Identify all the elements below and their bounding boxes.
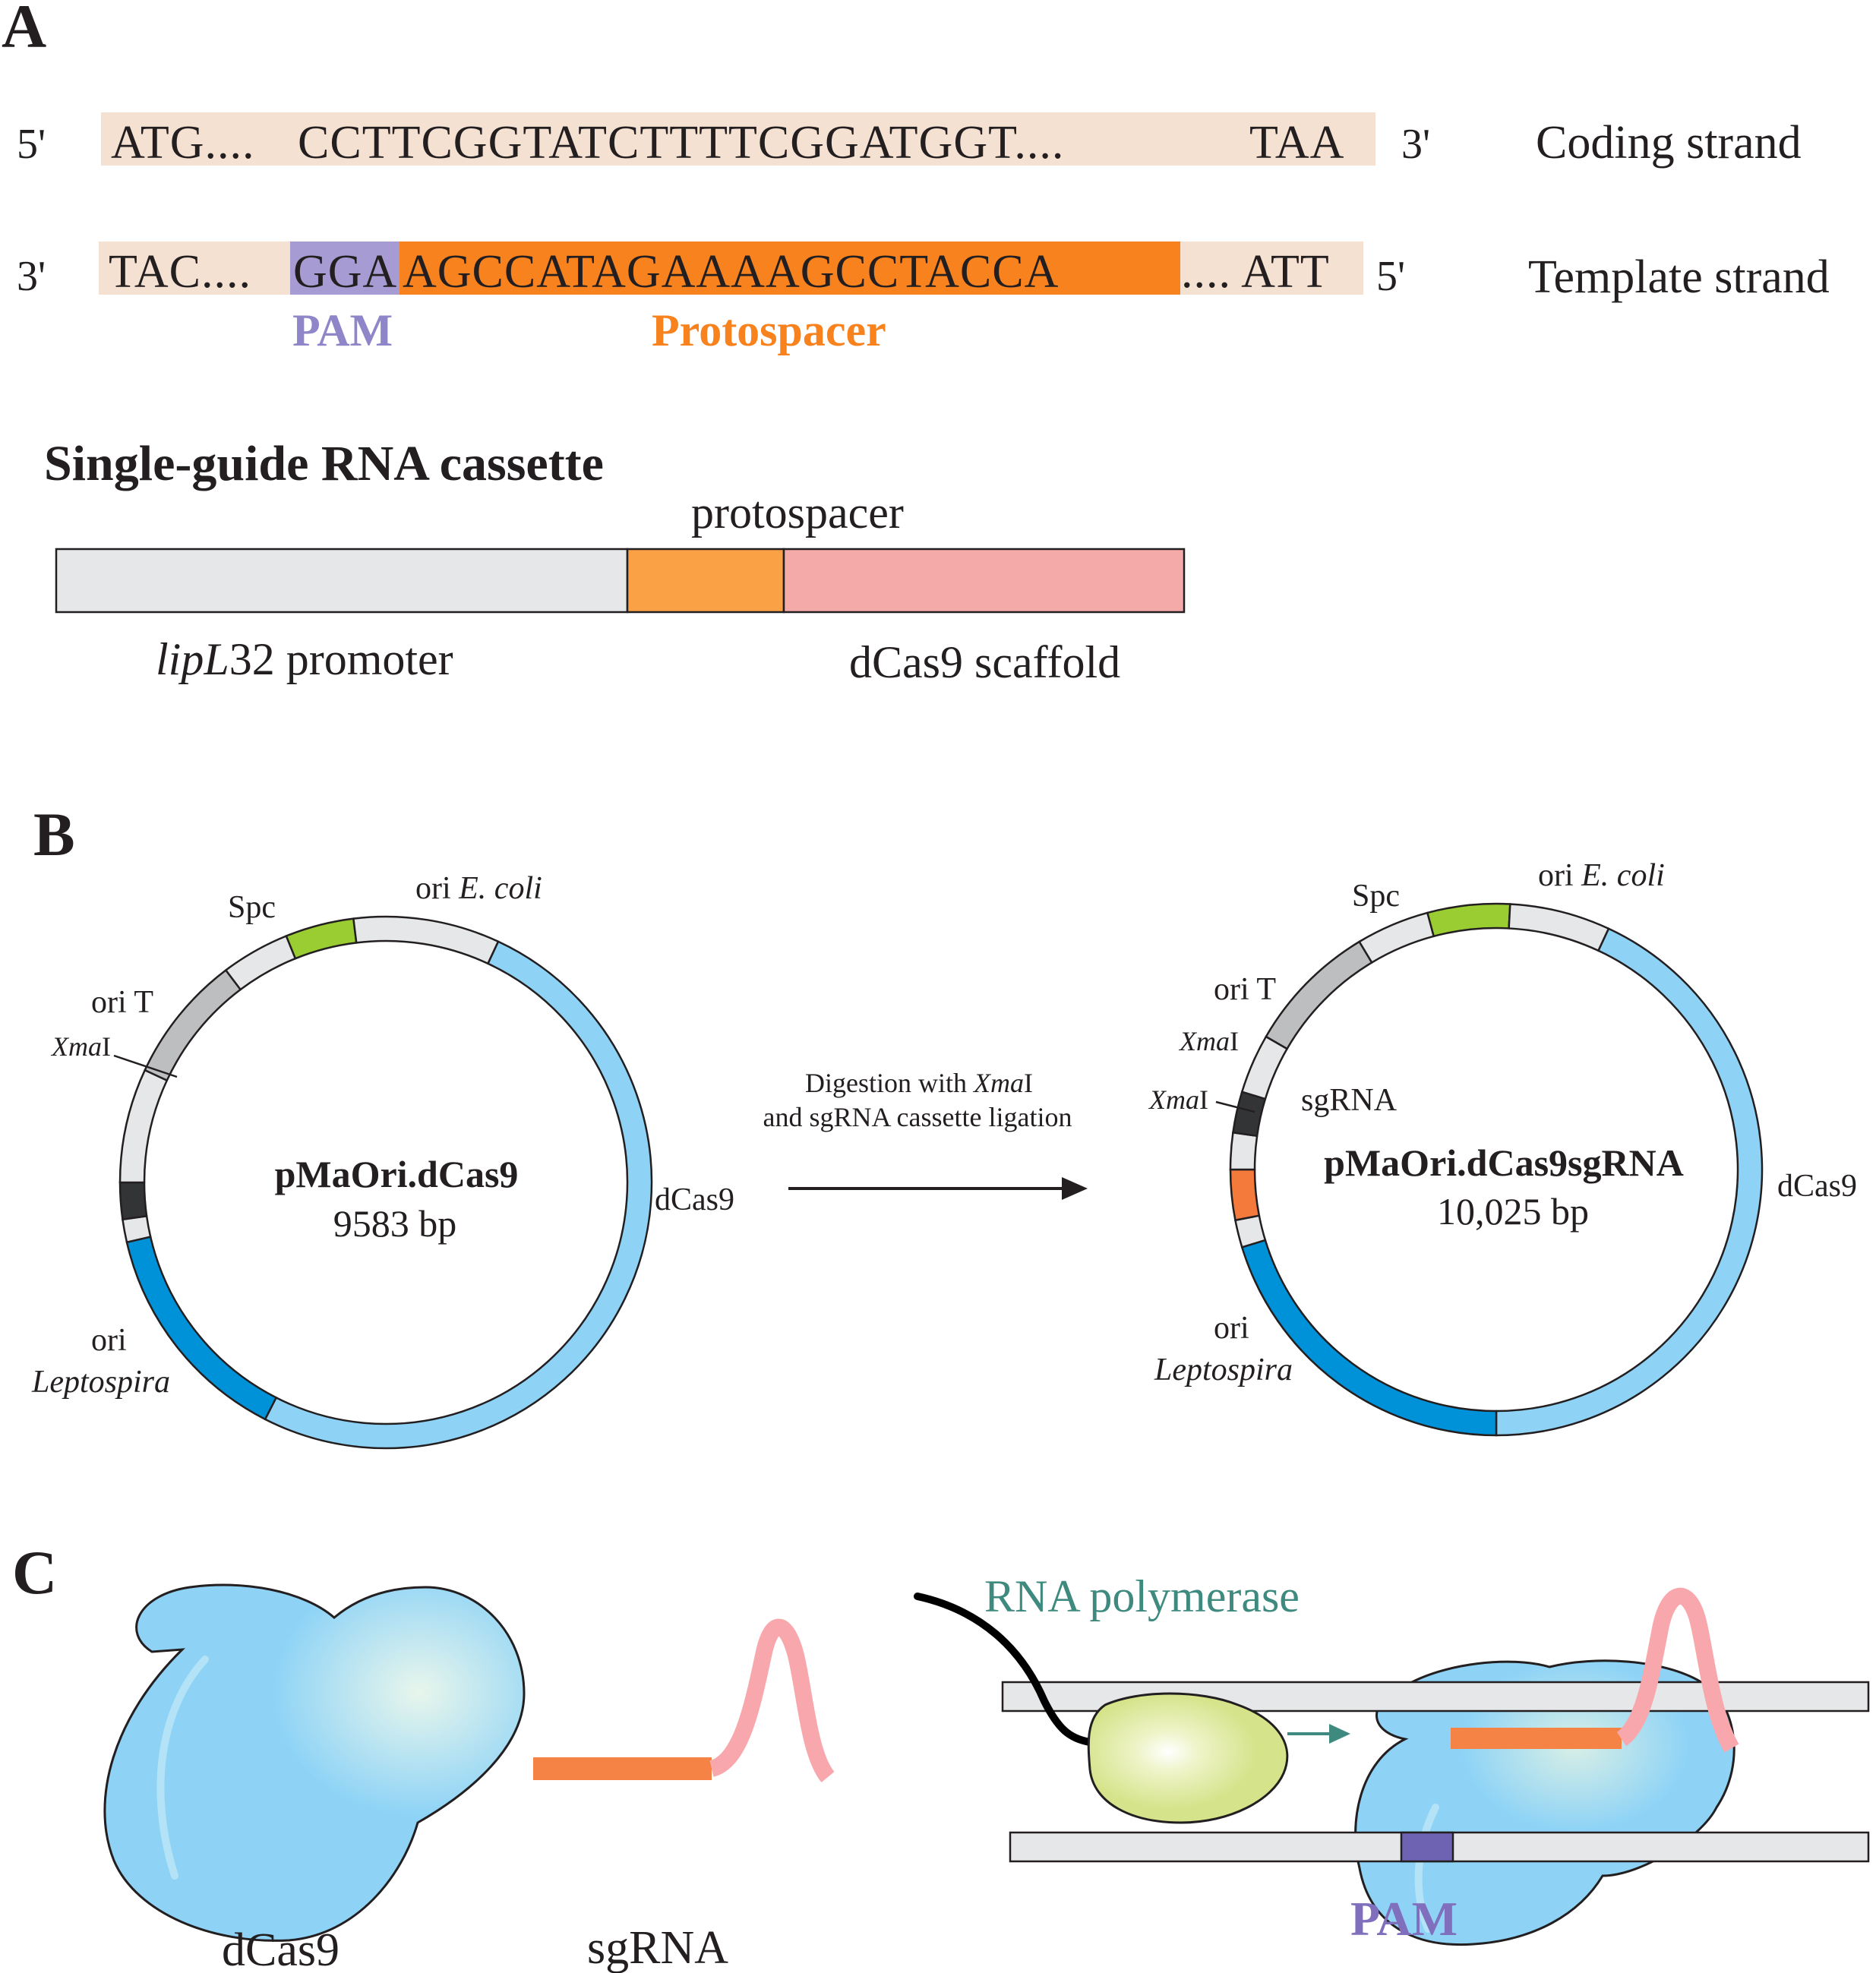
plasmid1-size: 9583 bp bbox=[333, 1202, 457, 1245]
coding-3prime: 3' bbox=[1401, 121, 1430, 168]
plasmid2-xmai-segment-a bbox=[1233, 1214, 1267, 1249]
plasmid1-xmai-label: XmaI bbox=[50, 1031, 111, 1062]
plasmid2-sgrna-segment bbox=[1229, 1168, 1261, 1222]
cassette-scaffold-label: dCas9 scaffold bbox=[849, 637, 1120, 687]
plasmid2-pale-segment-b bbox=[1358, 911, 1435, 964]
template-seq-start: TAC.... bbox=[109, 246, 251, 298]
template-5prime: 5' bbox=[1376, 253, 1405, 300]
plasmid1-orit-label: ori T bbox=[91, 985, 153, 1020]
plasmid1-spc-label: Spc bbox=[228, 890, 276, 925]
plasmid1-dcas9-label: dCas9 bbox=[655, 1182, 734, 1217]
plasmid-pmaori-dcas9 bbox=[118, 915, 653, 1450]
sgrna-bound bbox=[1451, 1587, 1739, 1753]
plasmid2-lepto-label: Leptospira bbox=[1154, 1353, 1293, 1387]
arrow-caption-line2: and sgRNA cassette ligation bbox=[763, 1102, 1072, 1132]
cassette-promoter-label: lipL32 promoter bbox=[156, 634, 453, 684]
panel-letter-b: B bbox=[33, 800, 75, 869]
plasmid1-ori-ecoli-segment bbox=[285, 917, 358, 960]
plasmid2-name: pMaOri.dCas9sgRNA bbox=[1324, 1141, 1684, 1184]
arrow-caption-line1: Digestion with XmaI bbox=[805, 1068, 1033, 1098]
pam-complex-label: PAM bbox=[1350, 1892, 1458, 1946]
dcas9-protein-free bbox=[103, 1583, 526, 1942]
protospacer-box bbox=[400, 241, 1180, 295]
plasmid1-pale-segment-b bbox=[224, 934, 297, 991]
coding-strand-label: Coding strand bbox=[1536, 117, 1802, 169]
plasmid1-ori-ecoli-label: ori E. coli bbox=[415, 871, 542, 906]
plasmid2-sgrna-label: sgRNA bbox=[1301, 1083, 1398, 1118]
plasmid1-ori-lepto-label: ori bbox=[91, 1323, 127, 1358]
plasmid-pmaori-dcas9sgrna bbox=[1229, 902, 1764, 1437]
pam-label: PAM bbox=[292, 305, 393, 355]
template-pam-seq: GGA bbox=[293, 246, 397, 298]
template-proto-seq: AGCCATAGAAAAGCCTACCA bbox=[403, 246, 1059, 298]
cassette-protospacer-label: protospacer bbox=[691, 488, 904, 538]
plasmid2-ori-ecoli-label: ori E. coli bbox=[1538, 858, 1665, 893]
plasmid1-name: pMaOri.dCas9 bbox=[275, 1153, 519, 1195]
plasmid1-orit-segment bbox=[118, 1181, 148, 1221]
coding-seq-start: ATG.... bbox=[111, 117, 255, 169]
sgrna-label: sgRNA bbox=[587, 1922, 728, 1973]
template-strand-label: Template strand bbox=[1528, 251, 1830, 303]
plasmid2-orit-label: ori T bbox=[1214, 972, 1276, 1007]
plasmid1-pale-segment-a bbox=[118, 1069, 169, 1184]
plasmid2-xmai-segment-b bbox=[1229, 1131, 1259, 1171]
plasmid2-ori-lepto-label: ori bbox=[1214, 1311, 1249, 1346]
template-3prime: 3' bbox=[17, 253, 46, 300]
panel-letter-a: A bbox=[2, 0, 46, 61]
pam-site bbox=[1400, 1831, 1454, 1863]
plasmid2-ori-lepto-segment bbox=[1240, 1239, 1498, 1437]
plasmid2-spc-segment bbox=[1265, 940, 1373, 1050]
plasmid2-xmai-pointer bbox=[1215, 1100, 1255, 1113]
digestion-arrow-head bbox=[1062, 1177, 1088, 1200]
plasmid2-dcas9-label: dCas9 bbox=[1777, 1169, 1857, 1204]
plasmid2-ori-ecoli-segment bbox=[1426, 902, 1511, 938]
plasmid1-spc-segment bbox=[144, 968, 242, 1082]
plasmid2-spc-label: Spc bbox=[1352, 879, 1400, 914]
cassette-scaffold-block bbox=[782, 548, 1186, 614]
coding-strand-bar bbox=[101, 112, 1375, 166]
cassette-protospacer-block bbox=[626, 548, 785, 614]
sgrna-free bbox=[533, 1618, 835, 1783]
coding-seq-end: TAA bbox=[1249, 117, 1344, 169]
plasmid1-xmai-segment bbox=[121, 1214, 152, 1244]
template-seq-end: .... ATT bbox=[1181, 246, 1330, 298]
rna-polymerase bbox=[914, 1593, 1289, 1824]
plasmid1-lepto-label: Leptospira bbox=[31, 1365, 170, 1400]
plasmid2-size: 10,025 bp bbox=[1437, 1190, 1589, 1233]
plasmid2-pale-segment-c bbox=[1508, 903, 1610, 952]
plasmid2-xmai-label-bottom: XmaI bbox=[1148, 1084, 1208, 1115]
pam-box bbox=[290, 241, 400, 295]
rna-polymerase-label: RNA polymerase bbox=[984, 1571, 1300, 1621]
panel-letter-c: C bbox=[12, 1538, 57, 1607]
protospacer-label: Protospacer bbox=[652, 305, 886, 355]
coding-seq-mid: CCTTCGGTATCTTTTCGGATGGT.... bbox=[298, 117, 1064, 169]
cassette-title: Single-guide RNA cassette bbox=[44, 436, 604, 491]
plasmid1-xmai-pointer bbox=[113, 1054, 178, 1078]
coding-5prime: 5' bbox=[17, 121, 46, 168]
cassette-promoter-block bbox=[55, 548, 629, 614]
plasmid2-xmai-label-top: XmaI bbox=[1178, 1026, 1239, 1056]
plasmid1-pale-segment-c bbox=[352, 915, 500, 965]
dcas9-label: dCas9 bbox=[222, 1924, 340, 1973]
transcription-arrow bbox=[1287, 1724, 1350, 1744]
